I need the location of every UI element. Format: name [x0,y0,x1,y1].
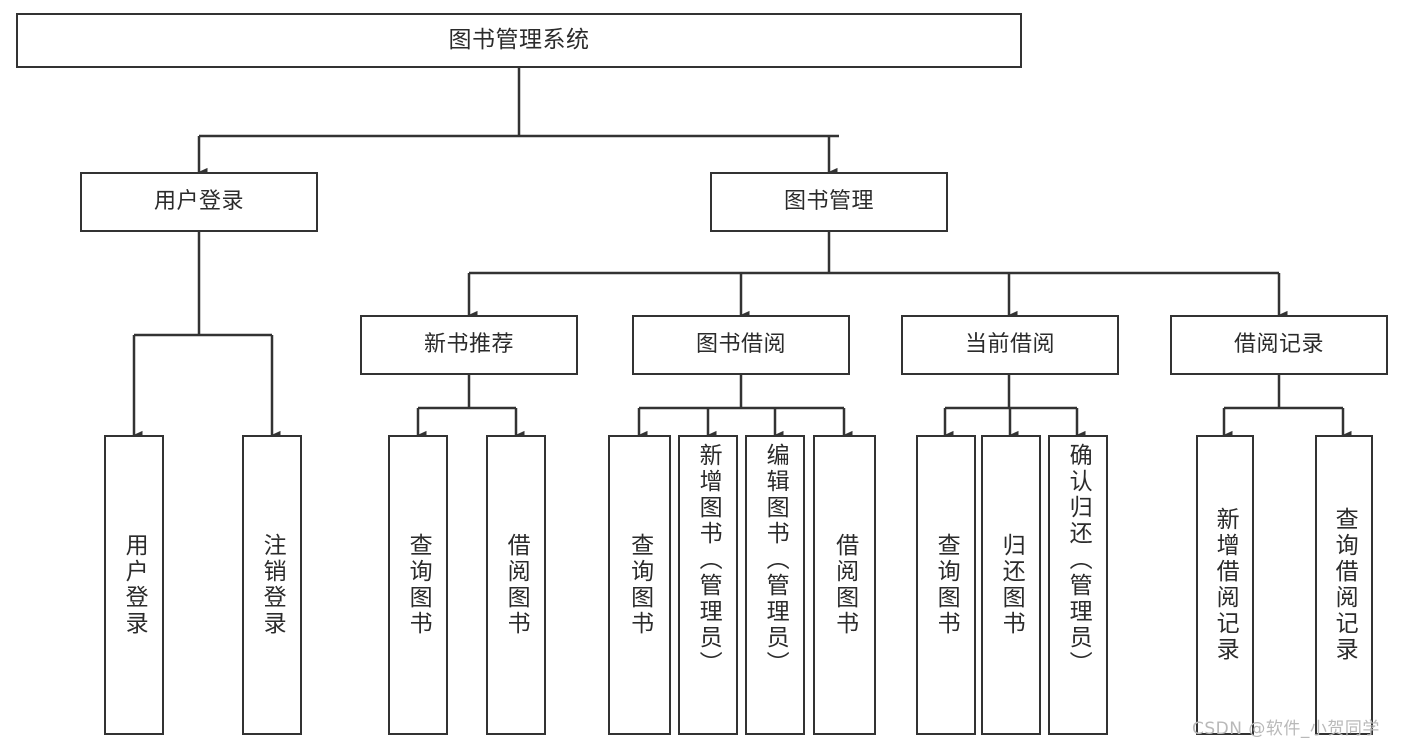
leaf-query-book-current[interactable]: 查询图书 [916,435,976,735]
leaf-edit-book[interactable]: 编辑图书（管理员） [745,435,805,735]
node-book-borrow[interactable]: 图书借阅 [632,315,850,375]
leaf-query-book-new[interactable]: 查询图书 [388,435,448,735]
node-label: 图书借阅 [695,332,786,358]
node-label: 查询图书 [933,533,960,637]
leaf-query-borrow-record[interactable]: 查询借阅记录 [1315,435,1373,735]
node-label: 新增图书（管理员） [695,443,722,677]
node-label: 借阅图书 [831,533,858,637]
node-label: 图书管理系统 [448,27,590,54]
node-new-book-recommend[interactable]: 新书推荐 [360,315,578,375]
node-label: 新增借阅记录 [1212,507,1239,663]
watermark: CSDN @软件_小贺同学 [1192,719,1380,739]
node-label: 注销登录 [259,533,286,637]
node-label: 用户登录 [153,189,244,215]
leaf-logout[interactable]: 注销登录 [242,435,302,735]
node-label: 当前借阅 [964,332,1055,358]
leaf-user-login[interactable]: 用户登录 [104,435,164,735]
node-label: 新书推荐 [423,332,514,358]
node-borrow-record[interactable]: 借阅记录 [1170,315,1388,375]
node-label: 确认归还（管理员） [1065,443,1092,677]
node-label: 图书管理 [783,189,874,215]
node-book-manage[interactable]: 图书管理 [710,172,948,232]
leaf-borrow-book-new[interactable]: 借阅图书 [486,435,546,735]
node-label: 借阅记录 [1233,332,1324,358]
leaf-return-book[interactable]: 归还图书 [981,435,1041,735]
node-label: 借阅图书 [503,533,530,637]
node-label: 查询图书 [405,533,432,637]
leaf-confirm-return[interactable]: 确认归还（管理员） [1048,435,1108,735]
leaf-query-book-borrow[interactable]: 查询图书 [608,435,671,735]
node-book-management-system[interactable]: 图书管理系统 [16,13,1022,68]
leaf-add-book[interactable]: 新增图书（管理员） [678,435,738,735]
node-user-login[interactable]: 用户登录 [80,172,318,232]
leaf-borrow-book[interactable]: 借阅图书 [813,435,876,735]
node-current-borrow[interactable]: 当前借阅 [901,315,1119,375]
node-label: 查询借阅记录 [1331,507,1358,663]
node-label: 编辑图书（管理员） [762,443,789,677]
node-label: 用户登录 [121,533,148,637]
node-label: 查询图书 [626,533,653,637]
leaf-add-borrow-record[interactable]: 新增借阅记录 [1196,435,1254,735]
node-label: 归还图书 [998,533,1025,637]
